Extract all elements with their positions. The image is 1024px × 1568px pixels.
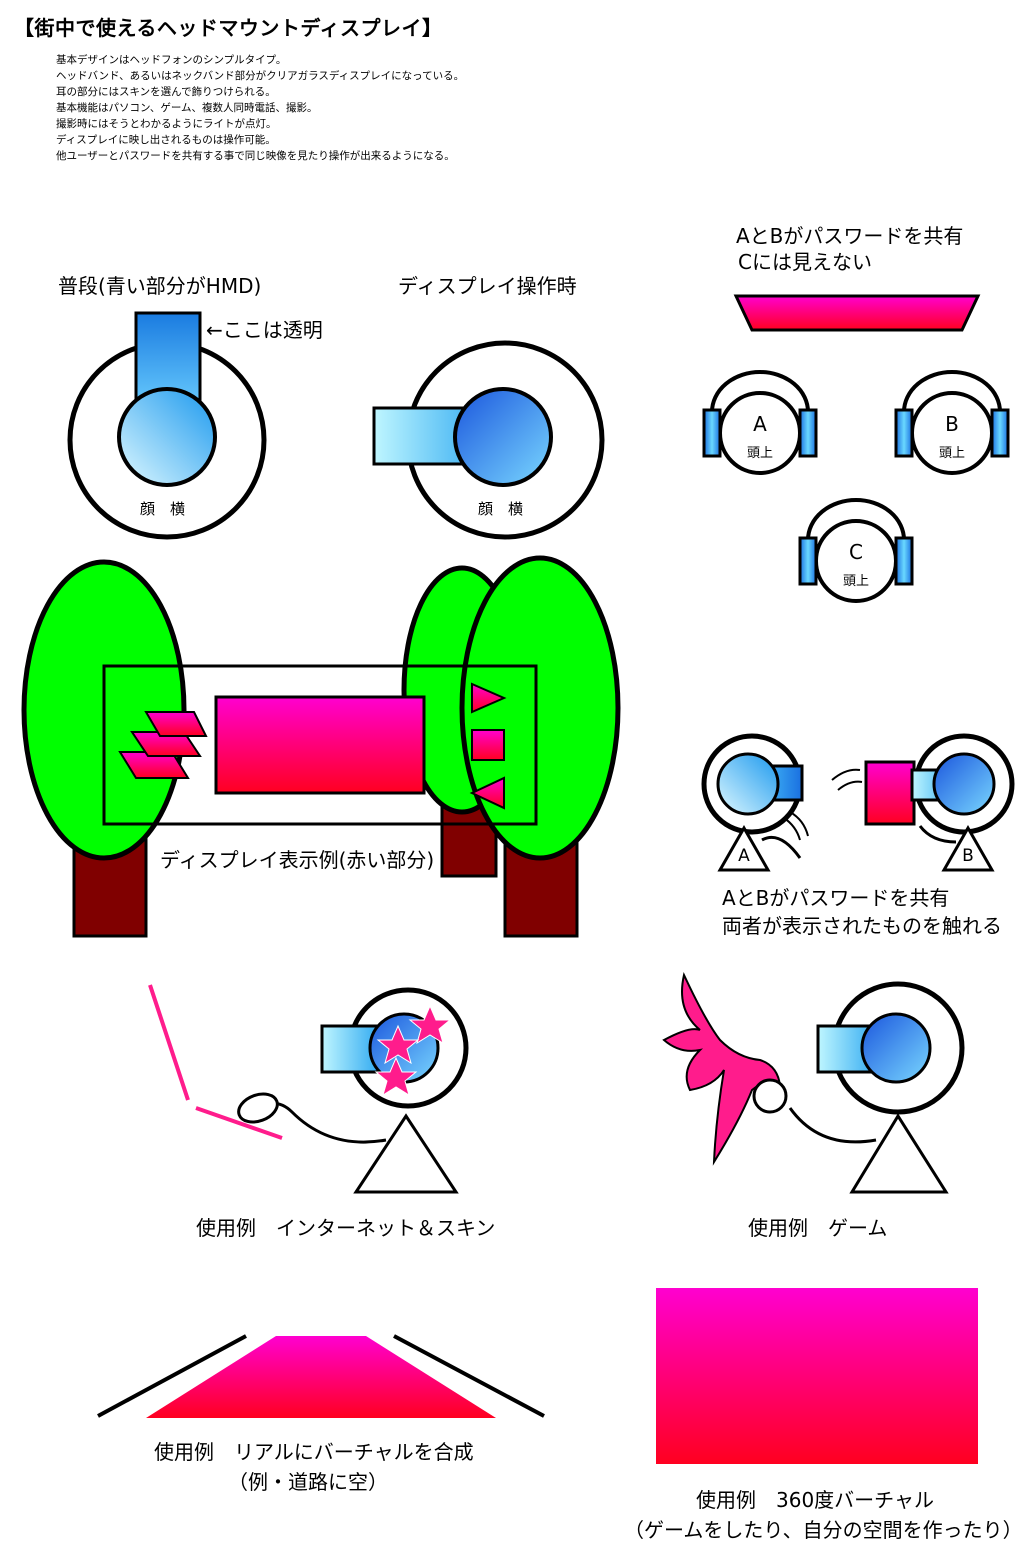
usage-game-label: 使用例 ゲーム [748,1216,888,1240]
normal-label: 普段(青い部分がHMD) [58,274,262,298]
head-top-label: 頭上 [842,574,869,589]
stop-icon [471,729,505,761]
description-line: 基本デザインはヘッドフォンのシンプルタイプ。 [56,54,287,66]
virtual-360-screen [656,1288,978,1464]
touch-person-b: B [962,846,974,866]
shared-screen [733,294,981,332]
virtual-sky-road [146,1336,496,1418]
display-window [214,695,426,795]
head-top-label: 頭上 [938,446,965,461]
usage-real-line1: 使用例 リアルにバーチャルを合成 [154,1440,474,1464]
description-line: ディスプレイに映し出されるものは操作可能。 [56,134,276,146]
description-line: 他ユーザーとパスワードを共有する事で同じ映像を見たり操作が出来るようになる。 [56,150,455,162]
ear-cup [453,387,553,487]
touch-person-a: A [738,846,750,866]
usage-360-line2: （ゲームをしたり、自分の空間を作ったり） [624,1518,1023,1542]
touch-sharing-scene [701,733,1015,872]
usage-internet-scene [148,984,469,1194]
normal-head-figure [67,311,267,540]
description-line: 基本機能はパソコン、ゲーム、複数人同時電話、撮影。 [56,102,318,114]
usage-360-line1: 使用例 360度バーチャル [696,1488,934,1512]
play-icon [471,682,507,714]
person-c-top-view [798,498,914,603]
face-side-label: 顔 横 [140,500,186,518]
head-top-label: 頭上 [746,446,773,461]
description: 基本デザインはヘッドフォンのシンプルタイプ。 ヘッドバンド、あるいはネックバンド… [56,52,464,164]
description-line: 耳の部分にはスキンを選んで飾りつけられる。 [56,86,276,98]
rewind-icon [469,776,505,810]
sharing-line2: Cには見えない [738,250,872,274]
usage-real-scene [97,1334,545,1418]
tree-crown [459,555,621,861]
usage-real-line2: （例・道路に空） [228,1470,388,1494]
face-side-label: 顔 横 [478,500,524,518]
ear-cup [117,387,217,487]
display-example-scene [21,555,621,938]
description-line: 撮影時にはそうとわかるようにライトが点灯。 [56,118,277,130]
operating-head-figure [372,340,605,540]
touch-line2: 両者が表示されたものを触れる [722,914,1002,938]
operating-label: ディスプレイ操作時 [398,274,577,298]
description-line: ヘッドバンド、あるいはネックバンド部分がクリアガラスディスプレイになっている。 [56,70,465,82]
person-label-b: B [945,412,959,436]
usage-internet-label: 使用例 インターネット＆スキン [196,1216,496,1240]
transparent-note: ←ここは透明 [206,318,323,342]
person-b-top-view [894,370,1010,475]
touch-line1: AとBがパスワードを共有 [722,886,950,910]
bird-creature [662,971,782,1166]
display-frame [102,664,538,826]
display-example-label: ディスプレイ表示例(赤い部分) [160,848,435,872]
person-label-a: A [753,412,767,436]
person-a-top-view [702,370,818,475]
page-title: 【街中で使えるヘッドマウントディスプレイ】 [14,16,443,40]
person-label-c: C [849,540,863,564]
usage-game-scene [662,971,965,1194]
sharing-line1: AとBがパスワードを共有 [736,224,964,248]
